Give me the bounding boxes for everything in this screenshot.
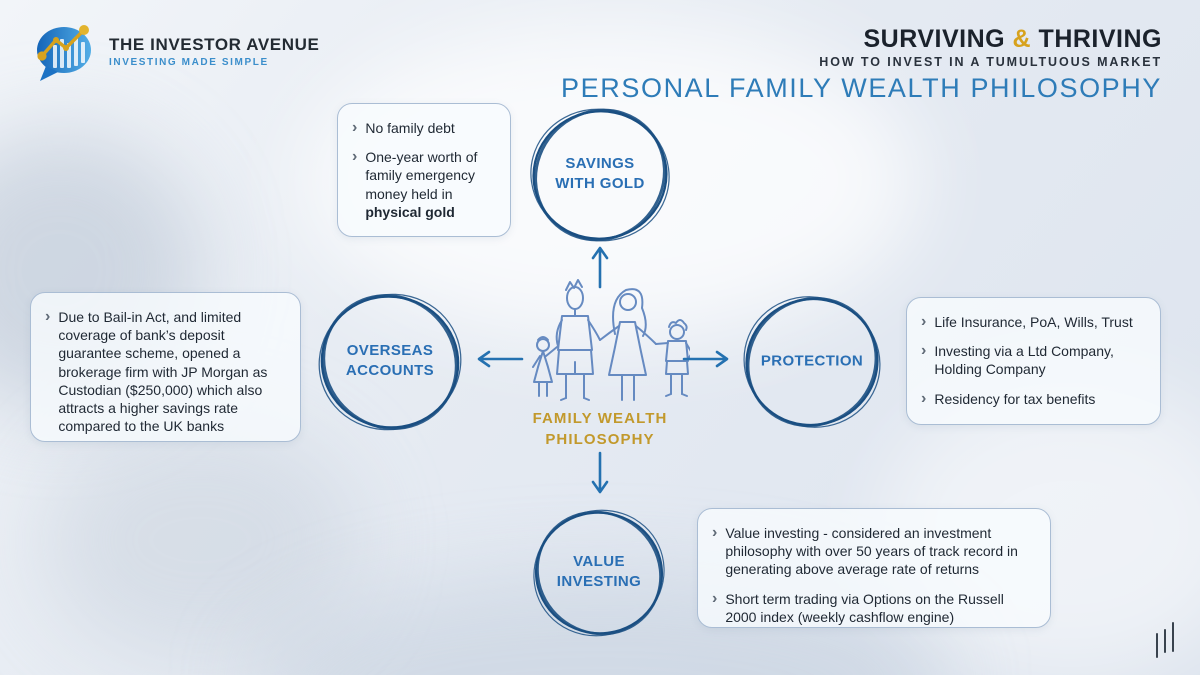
- node-label-line1: OVERSEAS: [346, 341, 434, 359]
- node-protection: PROTECTION: [737, 287, 887, 437]
- node-label: OVERSEAS ACCOUNTS: [312, 341, 468, 382]
- bullet-text-normal: One-year worth of family emergency money…: [365, 149, 478, 202]
- chevron-bullet-icon: ›: [712, 524, 718, 541]
- deck-title-ampersand: &: [1012, 25, 1032, 53]
- bar-icon: [1156, 633, 1158, 658]
- bullet-text-normal: Due to Bail-in Act, and limited coverage…: [58, 309, 268, 435]
- bullet-text-normal: No family debt: [365, 120, 455, 136]
- node-label: PROTECTION: [737, 351, 887, 371]
- node-label-line1: PROTECTION: [760, 352, 864, 370]
- bar-icon: [1172, 622, 1174, 652]
- bullet-text: One-year worth of family emergency money…: [365, 148, 495, 221]
- arrow-left-icon: [477, 350, 524, 368]
- bullet-text-normal: Investing via a Ltd Company, Holding Com…: [934, 343, 1114, 378]
- deck-subtitle: HOW TO INVEST IN A TUMULTUOUS MARKET: [819, 55, 1162, 70]
- deck-title-word1: SURVIVING: [863, 25, 1006, 53]
- bullet-text-normal: Value investing - considered an investme…: [725, 525, 1018, 578]
- bullet-text: Residency for tax benefits: [934, 390, 1095, 408]
- node-label-line2: WITH GOLD: [555, 175, 645, 193]
- bullet-item: › Residency for tax benefits: [921, 390, 1145, 408]
- chevron-bullet-icon: ›: [921, 342, 927, 360]
- bullet-text: Value investing - considered an investme…: [725, 524, 1035, 579]
- arrow-down-icon: [591, 451, 609, 494]
- sketch-circle: [533, 509, 665, 637]
- node-label: SAVINGS WITH GOLD: [524, 154, 676, 195]
- center-label-line2: PHILOSOPHY: [545, 431, 655, 448]
- background-blur-shape: [40, 420, 360, 660]
- node-savings-with-gold: SAVINGS WITH GOLD: [524, 99, 676, 251]
- bullet-text-bold: physical gold: [365, 203, 455, 220]
- deck-title: SURVIVING & THRIVING: [561, 26, 1162, 52]
- brand-logo: THE INVESTOR AVENUE INVESTING MADE SIMPL…: [33, 20, 319, 84]
- bullet-text-normal: Life Insurance, PoA, Wills, Trust: [934, 314, 1133, 330]
- chevron-bullet-icon: ›: [352, 148, 358, 166]
- bullet-item: › One-year worth of family emergency mon…: [352, 148, 495, 221]
- node-label-line1: SAVINGS: [565, 154, 635, 172]
- bar-icon: [1164, 629, 1166, 653]
- bullet-item: › No family debt: [352, 119, 495, 137]
- bullet-text: Short term trading via Options on the Ru…: [725, 590, 1035, 626]
- chevron-bullet-icon: ›: [45, 308, 51, 325]
- bullet-item: › Value investing - considered an invest…: [712, 524, 1035, 579]
- node-overseas-accounts: OVERSEAS ACCOUNTS: [312, 284, 468, 440]
- overseas-callout-box: › Due to Bail-in Act, and limited covera…: [30, 292, 301, 442]
- chevron-bullet-icon: ›: [921, 389, 927, 407]
- arrow-up-icon: [591, 246, 609, 289]
- bullet-text: Due to Bail-in Act, and limited coverage…: [58, 308, 288, 435]
- chevron-bullet-icon: ›: [712, 589, 718, 607]
- chevron-bullet-icon: ›: [921, 313, 927, 330]
- page-title: PERSONAL FAMILY WEALTH PHILOSOPHY: [561, 73, 1162, 104]
- node-label: VALUE INVESTING: [527, 552, 671, 593]
- bullet-text: No family debt: [365, 119, 454, 137]
- sketch-circle: [318, 293, 462, 431]
- corner-bars-mark: [1156, 622, 1174, 658]
- bullet-item: › Short term trading via Options on the …: [712, 590, 1035, 626]
- bullet-text: Life Insurance, PoA, Wills, Trust: [934, 313, 1132, 331]
- header-titles: SURVIVING & THRIVING HOW TO INVEST IN A …: [561, 26, 1162, 104]
- protection-callout-box: › Life Insurance, PoA, Wills, Trust › In…: [906, 297, 1161, 425]
- sketch-circle: [530, 108, 670, 242]
- bullet-item: › Due to Bail-in Act, and limited covera…: [45, 308, 288, 435]
- deck-title-word2: THRIVING: [1038, 25, 1162, 53]
- center-label-line1: FAMILY WEALTH: [532, 410, 668, 427]
- sketch-circle: [743, 296, 881, 428]
- logo-icon: [37, 25, 91, 81]
- bullet-item: › Life Insurance, PoA, Wills, Trust: [921, 313, 1145, 331]
- node-label-line2: INVESTING: [556, 573, 642, 591]
- family-sketch-illustration: [532, 279, 690, 401]
- brand-tagline: INVESTING MADE SIMPLE: [109, 57, 269, 68]
- node-label-line1: VALUE: [573, 552, 625, 570]
- brand-name: THE INVESTOR AVENUE: [109, 35, 320, 54]
- value-investing-callout-box: › Value investing - considered an invest…: [697, 508, 1051, 628]
- bullet-item: › Investing via a Ltd Company, Holding C…: [921, 342, 1145, 378]
- node-value-investing: VALUE INVESTING: [527, 501, 671, 645]
- bullet-text-normal: Residency for tax benefits: [934, 390, 1096, 407]
- center-label: FAMILY WEALTH PHILOSOPHY: [500, 408, 700, 450]
- node-label-line2: ACCOUNTS: [345, 362, 435, 380]
- bullet-text: Investing via a Ltd Company, Holding Com…: [934, 342, 1145, 378]
- arrow-right-icon: [682, 350, 729, 368]
- chevron-bullet-icon: ›: [352, 119, 358, 136]
- bullet-text-normal: Short term trading via Options on the Ru…: [725, 590, 1004, 625]
- savings-callout-box: › No family debt › One-year worth of fam…: [337, 103, 511, 237]
